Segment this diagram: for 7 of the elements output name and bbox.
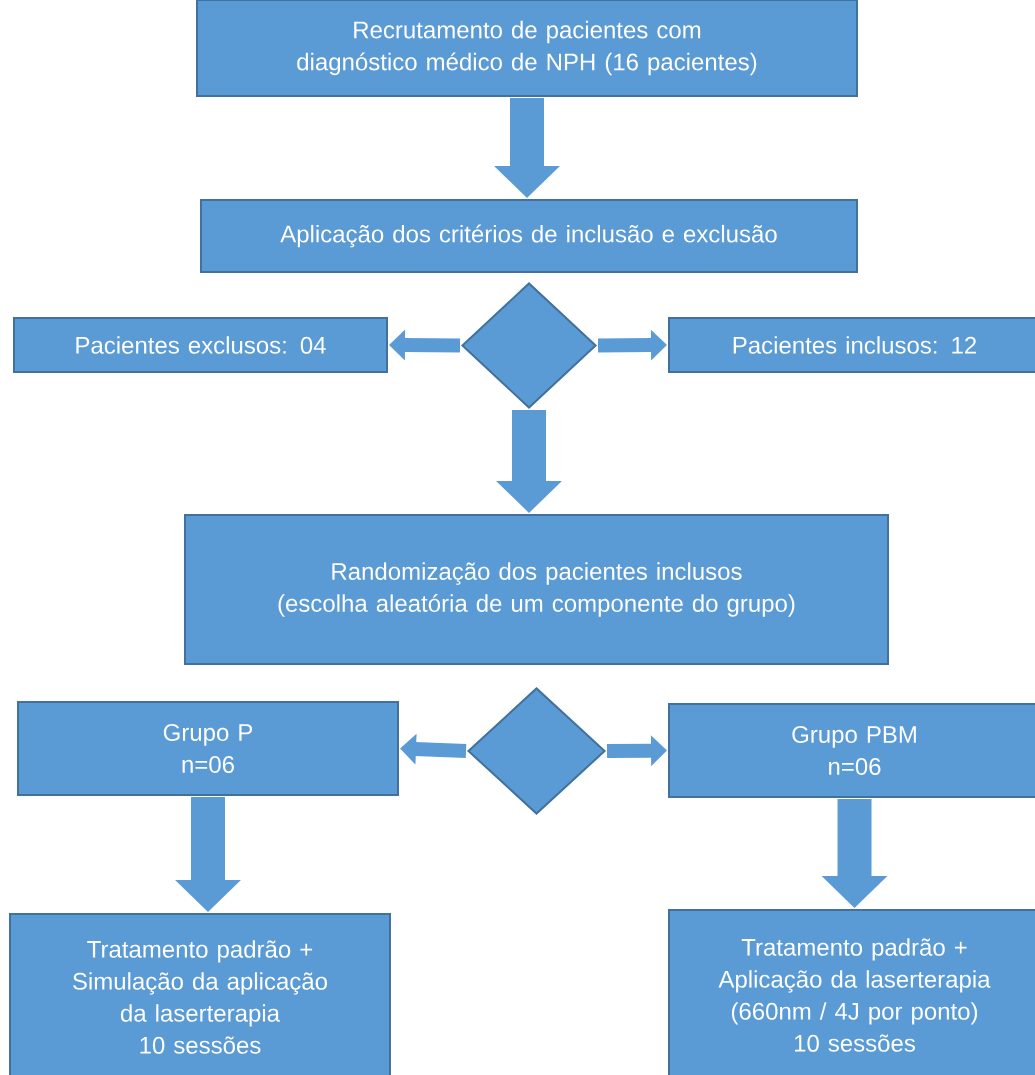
process-box: Tratamento padrão + Simulação da aplicação da laserterapia 10 sessões (9, 913, 391, 1075)
process-box: Recrutamento de pacientes com diagnóstico médico de NPH (16 pacientes) (196, 0, 858, 97)
process-box: Grupo PBM n=06 (668, 703, 1035, 798)
process-box: Aplicação dos critérios de inclusão e exclusão (200, 199, 858, 273)
process-box: Randomização dos pacientes inclusos (escolha aleatória de um componente do grupo) (184, 514, 889, 665)
process-box: Grupo P n=06 (17, 701, 399, 796)
process-box: Tratamento padrão + Aplicação da laserterapia (660nm / 4J por ponto) 10 sessões (668, 909, 1035, 1075)
